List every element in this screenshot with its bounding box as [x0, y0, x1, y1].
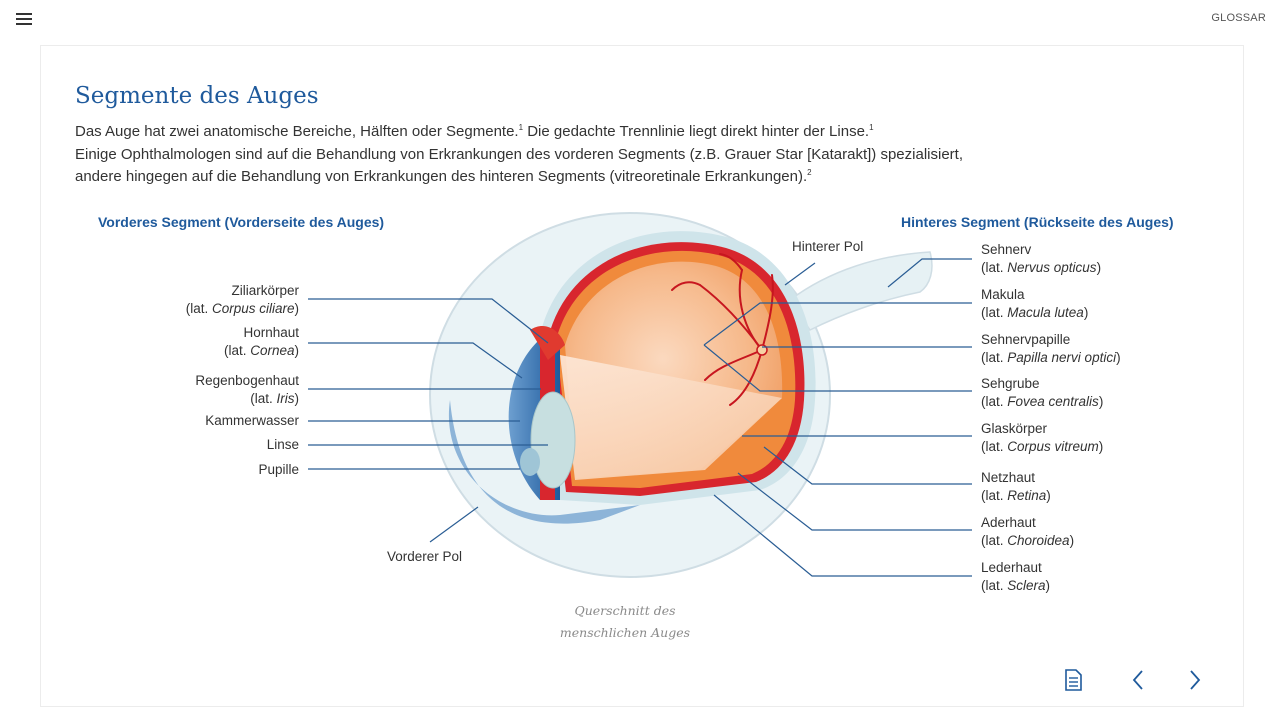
label-fovea: Sehgrube (lat. Fovea centralis) — [981, 376, 1104, 409]
footnote-ref: 1 — [518, 123, 524, 132]
label-lens: Linse — [266, 437, 299, 452]
label-sclera: Lederhaut (lat. Sclera) — [981, 560, 1051, 593]
label-posterior-pole: Hinterer Pol — [792, 239, 864, 254]
cut-surface — [560, 355, 782, 480]
retinal-vessels — [671, 253, 774, 406]
posterior-segment-heading: Hinteres Segment (Rückseite des Auges) — [901, 214, 1174, 230]
optic-nerve-shape — [788, 251, 933, 331]
footnote-ref: 2 — [807, 168, 812, 177]
intro-text: Das Auge hat zwei anatomische Bereiche, … — [75, 121, 1035, 189]
label-pupil: Pupille — [258, 462, 299, 477]
label-vitreous: Glaskörper (lat. Corpus vitreum) — [981, 421, 1104, 454]
intro-line-3: andere hingegen auf die Behandlung von E… — [75, 168, 808, 185]
label-anterior-pole: Vorderer Pol — [387, 549, 463, 564]
label-optic-nerve: Sehnerv (lat. Nervus opticus) — [981, 242, 1102, 275]
label-iris: Regenbogenhaut (lat. Iris) — [195, 373, 299, 406]
lens-shape — [530, 391, 576, 489]
hamburger-menu-icon[interactable] — [16, 13, 34, 27]
intro-line-2: Einige Ophthalmologen sind auf die Behan… — [75, 145, 963, 163]
intro-line-1b: Die gedachte Trennlinie liegt direkt hin… — [523, 123, 870, 140]
figure-caption: Querschnitt des menschlichen Auges — [559, 603, 691, 640]
label-optic-disc: Sehnervpapille (lat. Papilla nervi optic… — [981, 332, 1121, 365]
document-icon[interactable] — [1060, 667, 1086, 693]
intro-line-1: Das Auge hat zwei anatomische Bereiche, … — [75, 123, 519, 140]
leader-lines — [308, 258, 972, 577]
footnote-ref: 1 — [869, 123, 874, 132]
glossar-link[interactable]: GLOSSAR — [1211, 12, 1266, 24]
label-ciliary-body: Ziliarkörper (lat. Corpus ciliare) — [185, 283, 299, 316]
label-macula: Makula (lat. Macula lutea) — [981, 287, 1089, 320]
anterior-segment-heading: Vorderes Segment (Vorderseite des Auges) — [98, 214, 385, 230]
anterior-sclera — [448, 400, 640, 524]
chevron-right-icon[interactable] — [1182, 667, 1208, 693]
pupil-shape — [520, 448, 540, 476]
label-choroid: Aderhaut (lat. Choroidea) — [981, 515, 1075, 548]
label-retina: Netzhaut (lat. Retina) — [981, 470, 1051, 503]
label-cornea: Hornhaut (lat. Cornea) — [223, 325, 299, 358]
chevron-left-icon[interactable] — [1126, 667, 1152, 693]
label-aqueous-humor: Kammerwasser — [205, 413, 299, 428]
page-title: Segmente des Auges — [75, 83, 319, 109]
